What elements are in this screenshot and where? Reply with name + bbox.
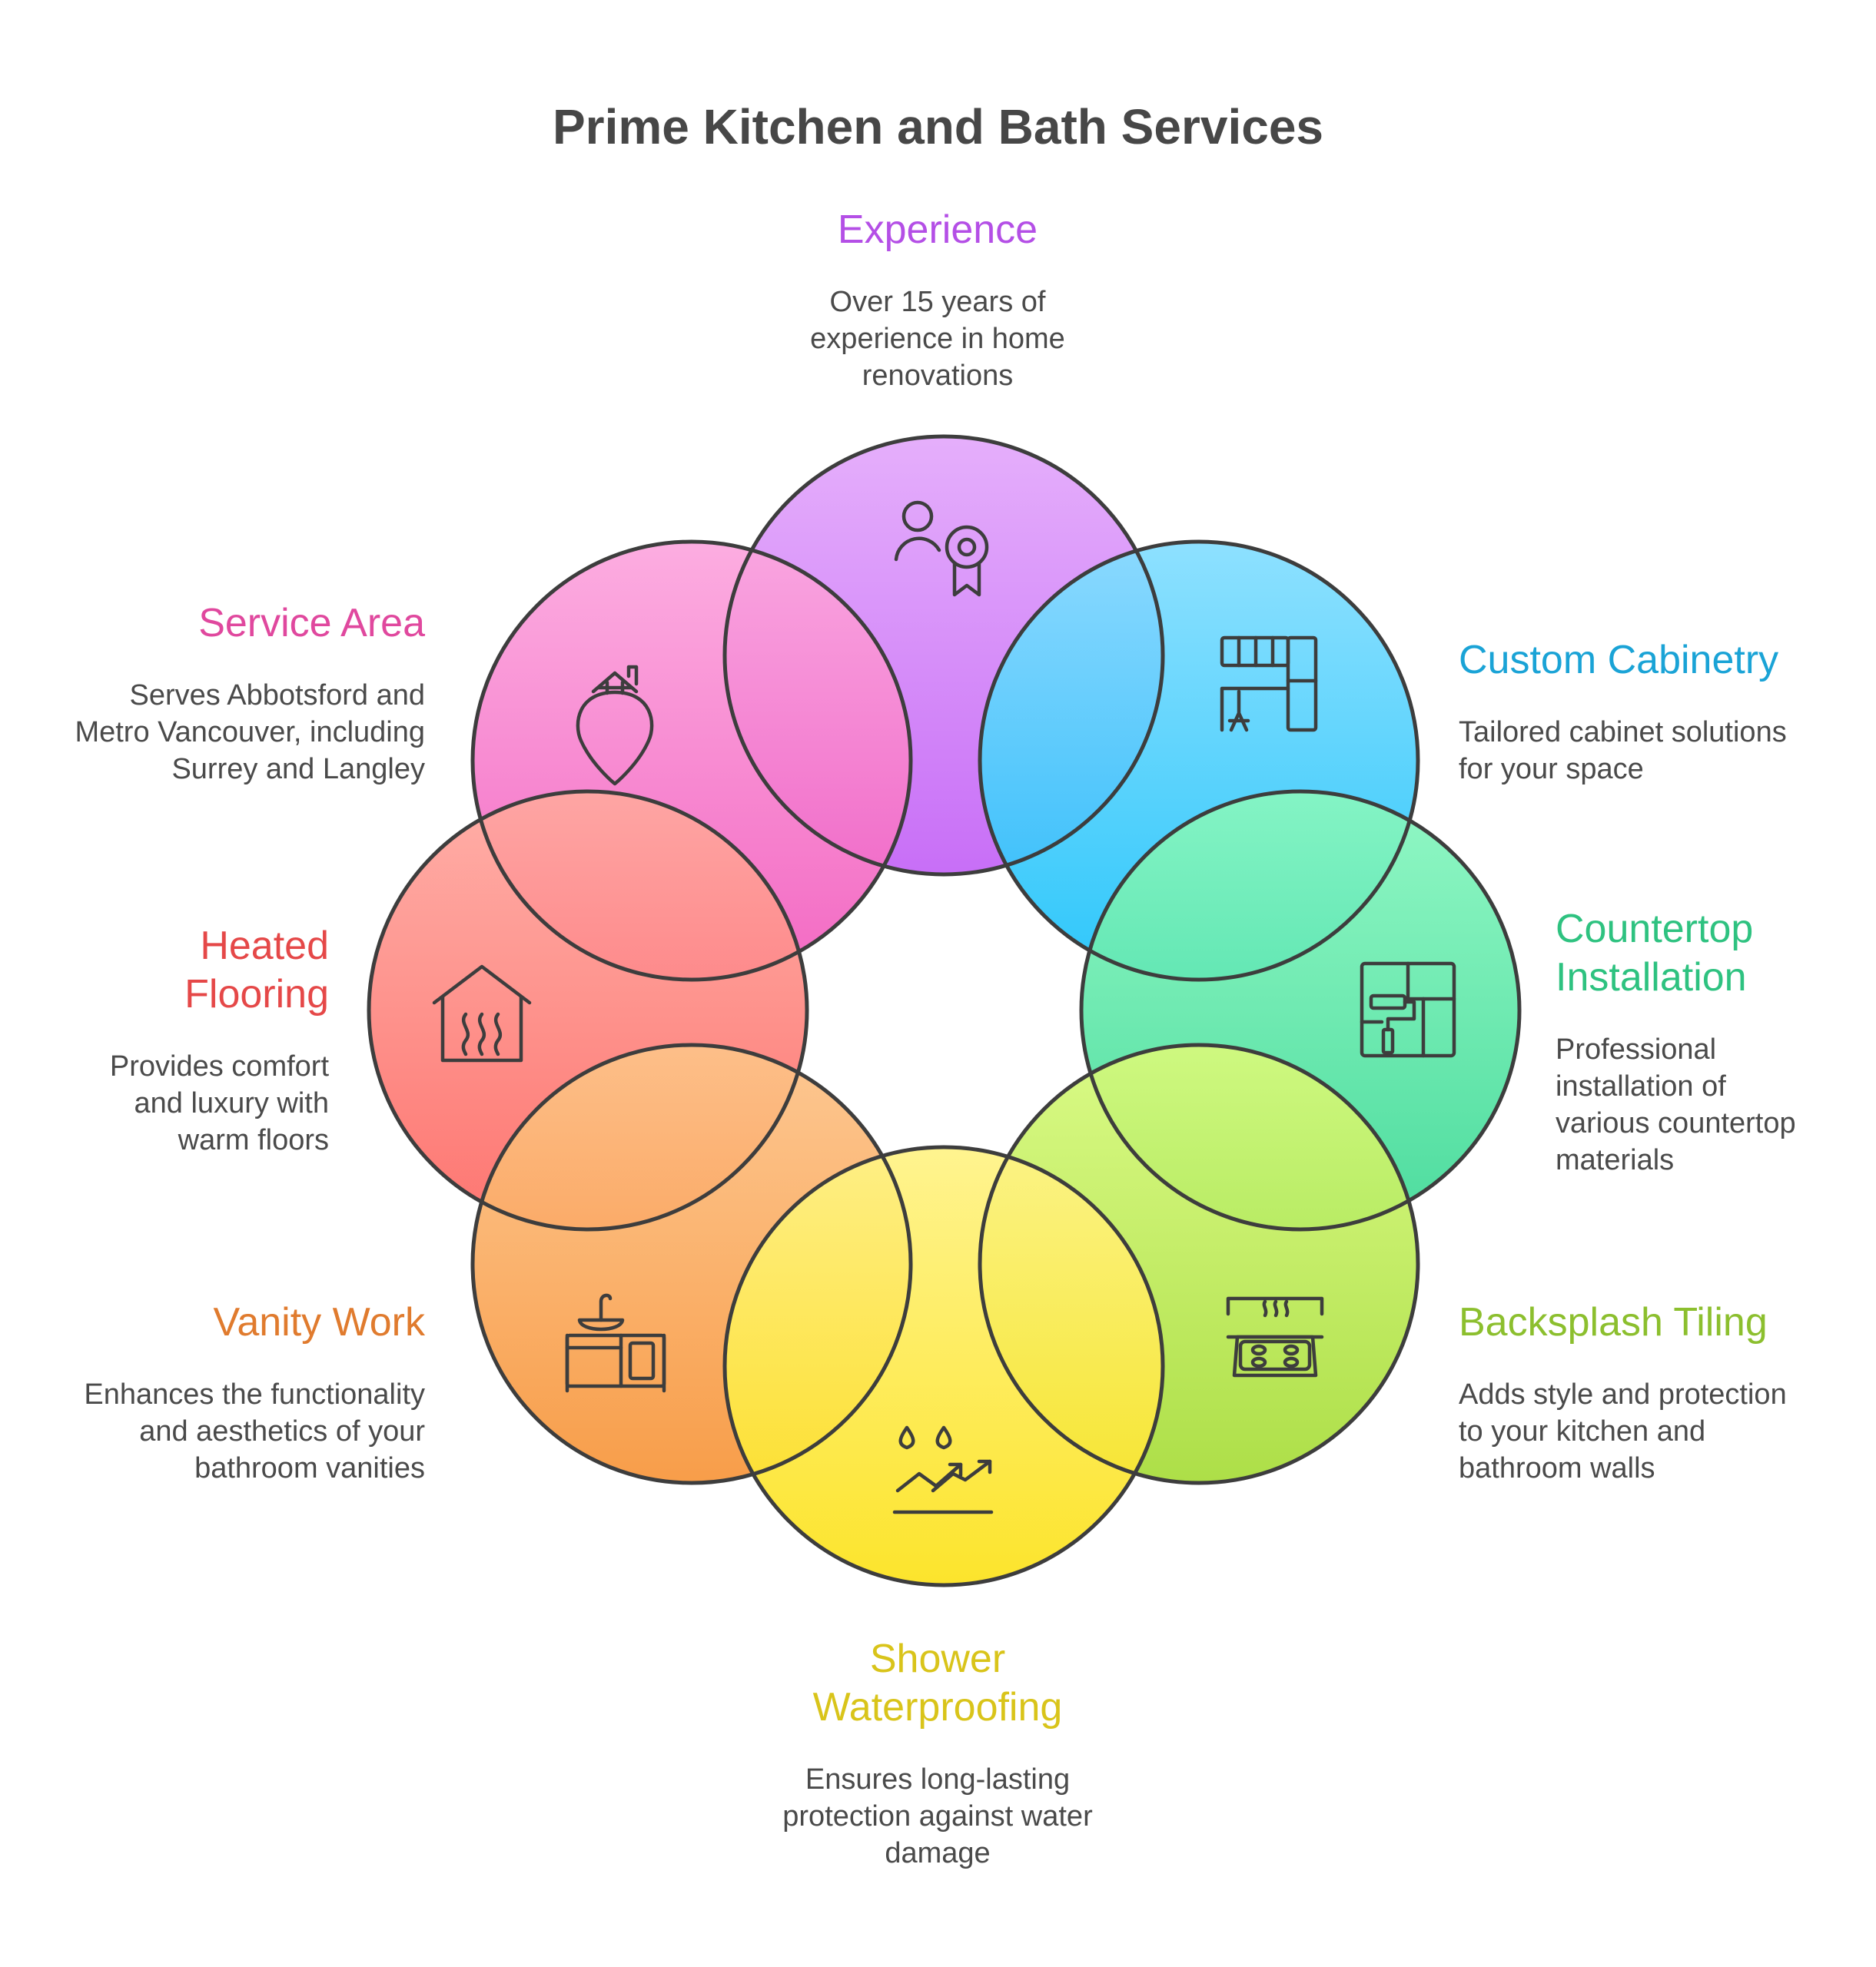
heated-flooring-title: Heated Flooring (184, 924, 329, 1017)
custom-cabinetry-title: Custom Cabinetry (1459, 638, 1779, 682)
service-area-block: Service Area Serves Abbotsford and Metro… (23, 599, 425, 788)
water-drops-trend-icon (892, 1425, 994, 1514)
vanity-work-description: Enhances the functionality and aesthetic… (84, 1378, 425, 1484)
page-title: Prime Kitchen and Bath Services (552, 99, 1324, 154)
service-area-title: Service Area (198, 601, 425, 645)
backsplash-block: Backsplash Tiling Adds style and protect… (1459, 1299, 1858, 1487)
countertop-block: Countertop Installation Professional ins… (1556, 905, 1863, 1179)
countertop-title: Countertop Installation (1556, 907, 1754, 1000)
custom-cabinetry-description: Tailored cabinet solutions for your spac… (1459, 716, 1787, 785)
experience-description: Over 15 years of experience in home reno… (810, 286, 1065, 392)
custom-cabinetry-circle-outline (978, 539, 1420, 982)
shower-description: Ensures long-lasting protection against … (782, 1763, 1093, 1869)
experience-circle-outline (722, 434, 1165, 877)
paint-roller-wall-icon (1360, 961, 1456, 1058)
kitchen-cabinets-icon (1220, 635, 1318, 732)
backsplash-circle-outline (978, 1043, 1420, 1485)
shower-circle (725, 1147, 1163, 1585)
countertop-circle-outline (1079, 789, 1522, 1232)
heated-flooring-description: Provides comfort and luxury with warm fl… (109, 1050, 329, 1156)
experience-title: Experience (837, 207, 1038, 252)
vanity-work-title: Vanity Work (213, 1300, 426, 1345)
service-area-circle-outline (470, 539, 913, 982)
vanity-work-block: Vanity Work Enhances the functionality a… (23, 1299, 425, 1487)
countertop-description: Professional installation of various cou… (1556, 1033, 1796, 1176)
backsplash-title: Backsplash Tiling (1459, 1300, 1768, 1345)
shower-circle-outline (722, 1145, 1165, 1587)
experience-block: Experience Over 15 years of experience i… (738, 206, 1137, 394)
stovetop-icon (1226, 1296, 1324, 1378)
heated-flooring-block: Heated Flooring Provides comfort and lux… (46, 922, 329, 1159)
custom-cabinetry-block: Custom Cabinetry Tailored cabinet soluti… (1459, 636, 1858, 788)
home-repair-location-icon (576, 665, 654, 786)
vanity-work-circle-outline (470, 1043, 913, 1485)
bathroom-vanity-icon (565, 1293, 666, 1393)
heated-flooring-circle-outline (367, 789, 809, 1232)
expert-badge-icon (894, 500, 989, 597)
service-area-description: Serves Abbotsford and Metro Vancouver, i… (75, 679, 425, 785)
backsplash-description: Adds style and protection to your kitche… (1459, 1378, 1787, 1484)
heated-house-icon (432, 964, 532, 1063)
shower-block: Shower Waterproofing Ensures long-lastin… (722, 1635, 1153, 1872)
shower-title: Shower Waterproofing (812, 1637, 1063, 1730)
